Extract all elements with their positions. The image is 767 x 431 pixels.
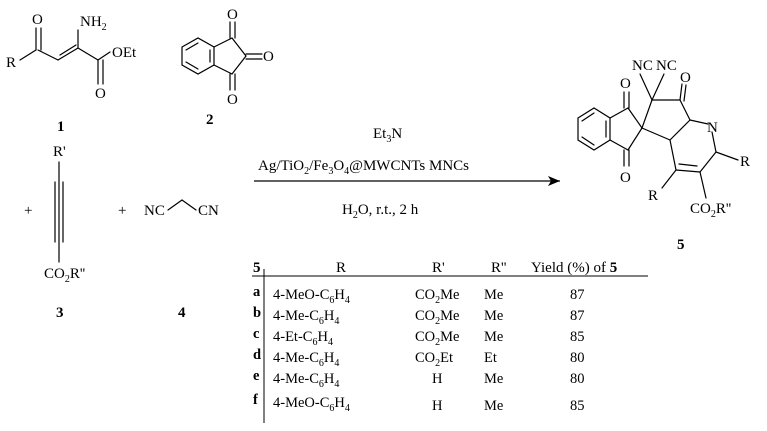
row-id: c bbox=[253, 326, 260, 342]
compound-2-label: 2 bbox=[206, 112, 214, 128]
table-header-r: R bbox=[336, 260, 346, 276]
condition-solvent: H2O, r.t., 2 h bbox=[342, 202, 419, 221]
table-header-yield: Yield (%) of 5 bbox=[531, 260, 617, 276]
table-row: e 4-Me-C6H4 H Me 80 bbox=[253, 368, 585, 390]
c5-oxo-top-left: O bbox=[620, 76, 631, 92]
compound-5-structure: NC NC O O O N R R CO2R'' bbox=[577, 58, 750, 220]
c5-r-right: R bbox=[740, 154, 750, 170]
condition-base: Et3N bbox=[373, 126, 402, 145]
c1-amino-group: NH2 bbox=[80, 14, 107, 33]
c5-oxo-bottom: O bbox=[620, 170, 631, 186]
row-r: 4-MeO-C6H4 bbox=[273, 287, 350, 306]
row-r-prime: CO2Me bbox=[415, 287, 460, 306]
row-yield: 87 bbox=[570, 287, 585, 303]
arrow-head bbox=[548, 176, 560, 186]
row-r-prime: H bbox=[432, 371, 443, 387]
c1-ester-o: O bbox=[95, 86, 106, 102]
compound-5-label: 5 bbox=[677, 237, 685, 253]
table-header-r-double-prime: R'' bbox=[491, 260, 507, 276]
row-yield: 87 bbox=[570, 308, 585, 324]
c1-carbonyl-o: O bbox=[32, 12, 43, 28]
c5-cyano-1: NC bbox=[632, 58, 653, 74]
condition-catalyst: Ag/TiO2/Fe3O4@MWCNTs MNCs bbox=[258, 158, 469, 177]
c3-r-prime: R' bbox=[53, 144, 66, 160]
row-r-double-prime: Me bbox=[484, 398, 503, 414]
table-row: d 4-Me-C6H4 CO2Et Et 80 bbox=[253, 347, 585, 369]
table-header-r-prime: R' bbox=[432, 260, 445, 276]
c5-ester: CO2R'' bbox=[690, 201, 732, 220]
c1-ethoxy: OEt bbox=[112, 45, 137, 61]
table-row: f 4-MeO-C6H4 H Me 85 bbox=[253, 392, 585, 414]
row-r-double-prime: Me bbox=[484, 371, 503, 387]
row-r-prime: CO2Me bbox=[415, 308, 460, 327]
row-id: f bbox=[253, 392, 258, 408]
c5-r-bottom: R bbox=[648, 188, 658, 204]
c4-nc: NC bbox=[144, 203, 165, 219]
row-id: e bbox=[253, 368, 260, 384]
c5-pyridine-n: N bbox=[707, 120, 718, 136]
row-id: b bbox=[253, 305, 261, 321]
row-r: 4-Me-C6H4 bbox=[273, 350, 339, 369]
row-r-prime: CO2Et bbox=[415, 350, 453, 369]
row-r: 4-Me-C6H4 bbox=[273, 371, 339, 390]
row-r-double-prime: Me bbox=[484, 308, 503, 324]
c3-ester: CO2R'' bbox=[44, 266, 86, 285]
c2-top-o: O bbox=[227, 7, 238, 23]
row-yield: 80 bbox=[570, 371, 585, 387]
row-r-prime: H bbox=[432, 398, 443, 414]
row-id: a bbox=[253, 284, 261, 300]
row-r-double-prime: Me bbox=[484, 329, 503, 345]
row-r-double-prime: Et bbox=[484, 350, 497, 366]
c5-cyano-2: NC bbox=[656, 58, 677, 74]
compound-1-label: 1 bbox=[57, 119, 65, 135]
c2-mid-o: O bbox=[263, 49, 274, 65]
row-r: 4-MeO-C6H4 bbox=[273, 395, 350, 414]
c5-oxo-top-right: O bbox=[680, 70, 691, 86]
c1-r-group: R bbox=[6, 55, 16, 71]
row-r-prime: CO2Me bbox=[415, 329, 460, 348]
row-r: 4-Et-C6H4 bbox=[273, 329, 333, 348]
c4-cn: CN bbox=[198, 203, 219, 219]
row-yield: 85 bbox=[570, 398, 585, 414]
compound-3-label: 3 bbox=[56, 305, 64, 321]
results-table: 5 R R' R'' Yield (%) of 5 a 4-MeO-C6H4 C… bbox=[252, 260, 648, 423]
table-row: a 4-MeO-C6H4 CO2Me Me 87 bbox=[253, 284, 585, 306]
compound-4-structure: NC CN bbox=[144, 199, 219, 219]
row-yield: 80 bbox=[570, 350, 585, 366]
plus-sign-2: + bbox=[118, 203, 126, 219]
row-r-double-prime: Me bbox=[484, 287, 503, 303]
compound-3-structure: R' CO2R'' bbox=[44, 144, 86, 285]
compound-2-structure: O O O bbox=[181, 7, 274, 108]
row-r: 4-Me-C6H4 bbox=[273, 308, 339, 327]
compound-4-label: 4 bbox=[178, 305, 186, 321]
plus-sign-1: + bbox=[24, 203, 32, 219]
table-header-id: 5 bbox=[253, 260, 261, 276]
compound-1-structure: O NH2 R OEt O bbox=[6, 12, 137, 102]
row-yield: 85 bbox=[570, 329, 585, 345]
table-row: b 4-Me-C6H4 CO2Me Me 87 bbox=[253, 305, 585, 327]
table-row: c 4-Et-C6H4 CO2Me Me 85 bbox=[253, 326, 585, 348]
c2-bottom-o: O bbox=[227, 92, 238, 108]
row-id: d bbox=[253, 347, 261, 363]
